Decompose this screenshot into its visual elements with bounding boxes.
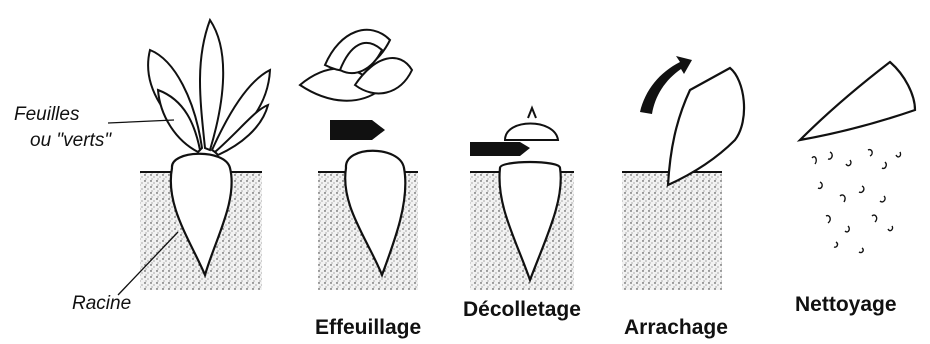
step-label-arrachage: Arrachage — [624, 316, 728, 340]
topping-blade-icon — [470, 142, 530, 156]
leaves-label-line1: Feuilles — [14, 104, 79, 126]
step-label-nettoyage: Nettoyage — [795, 293, 897, 317]
step-label-decolletage: Décolletage — [463, 298, 581, 322]
leaves-icon — [148, 20, 270, 155]
leaves-pointer-line — [108, 120, 174, 123]
step-label-effeuillage: Effeuillage — [315, 316, 421, 340]
leaves-label-line2: ou "verts" — [30, 130, 111, 152]
falling-soil-icon — [812, 150, 901, 253]
panel-decolletage — [470, 108, 574, 290]
leaf-cut-blade-icon — [330, 120, 385, 140]
cut-leaves-icon — [300, 30, 412, 101]
panel-plant — [108, 20, 270, 295]
panel-nettoyage — [800, 62, 915, 253]
root-label: Racine — [72, 293, 131, 315]
panel-effeuillage — [300, 30, 418, 290]
panel-arrachage — [622, 56, 744, 290]
lifted-beet-icon — [668, 68, 744, 185]
beet-crown-icon — [505, 124, 558, 141]
cleaned-beet-icon — [800, 62, 915, 140]
